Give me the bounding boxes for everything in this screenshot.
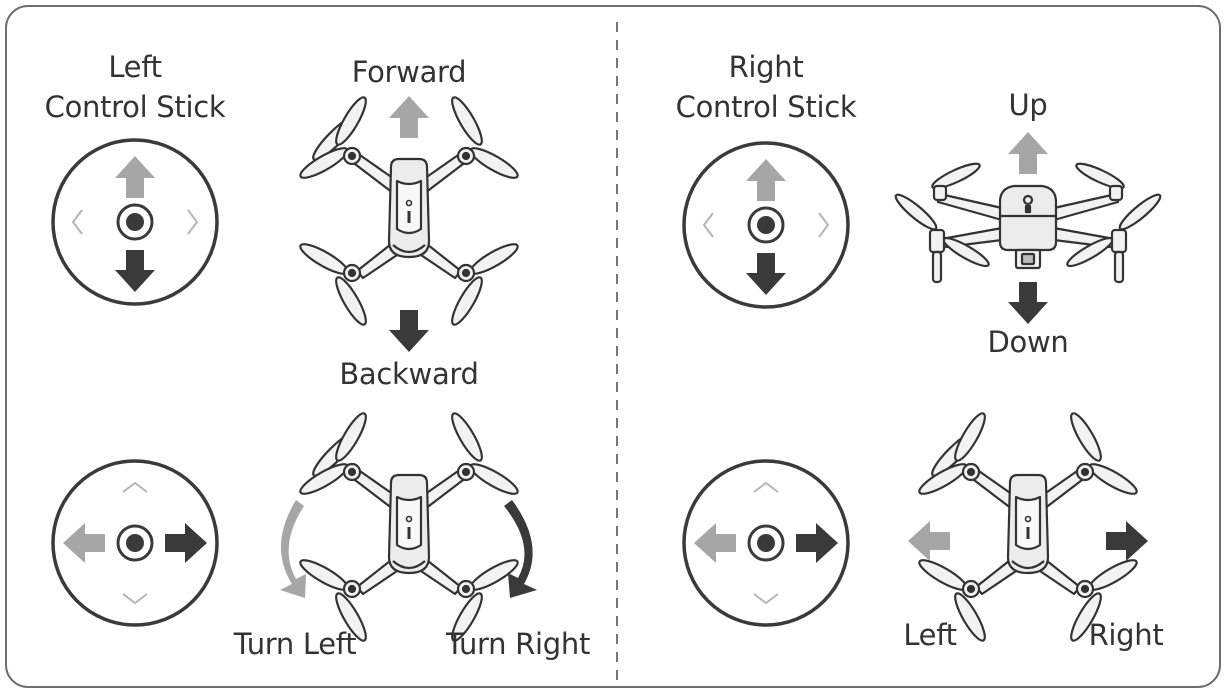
right-stick-up-down: [682, 141, 850, 309]
left-label: Left: [903, 618, 957, 652]
right-stick-title-line2: Control Stick: [675, 90, 857, 124]
down-label: Down: [987, 325, 1069, 359]
chevron-left-icon: [71, 209, 83, 235]
left-stick-title-line2: Control Stick: [44, 90, 226, 124]
chevron-down-icon: [753, 593, 779, 605]
forward-label: Forward: [351, 55, 467, 89]
left-stick-turn: [51, 459, 219, 627]
chevron-up-icon: [753, 481, 779, 493]
chevron-down-icon: [122, 593, 148, 605]
chevron-right-icon: [818, 212, 830, 238]
right-stick-title-line1: Right: [728, 50, 804, 84]
backward-label: Backward: [339, 357, 479, 391]
chevron-up-icon: [122, 481, 148, 493]
left-stick-forward-backward: [51, 138, 219, 306]
right-label: Right: [1088, 618, 1164, 652]
chevron-left-icon: [702, 212, 714, 238]
drone-front-view-icon: [894, 162, 1162, 284]
left-stick-title-line1: Left: [108, 50, 162, 84]
turn-left-arrow-icon: [280, 500, 306, 598]
turn-left-label: Turn Left: [233, 627, 357, 661]
turn-right-label: Turn Right: [445, 627, 591, 661]
right-stick-left-right: [682, 459, 850, 627]
chevron-right-icon: [187, 209, 199, 235]
up-label: Up: [1008, 88, 1048, 122]
turn-right-arrow-icon: [504, 500, 537, 598]
